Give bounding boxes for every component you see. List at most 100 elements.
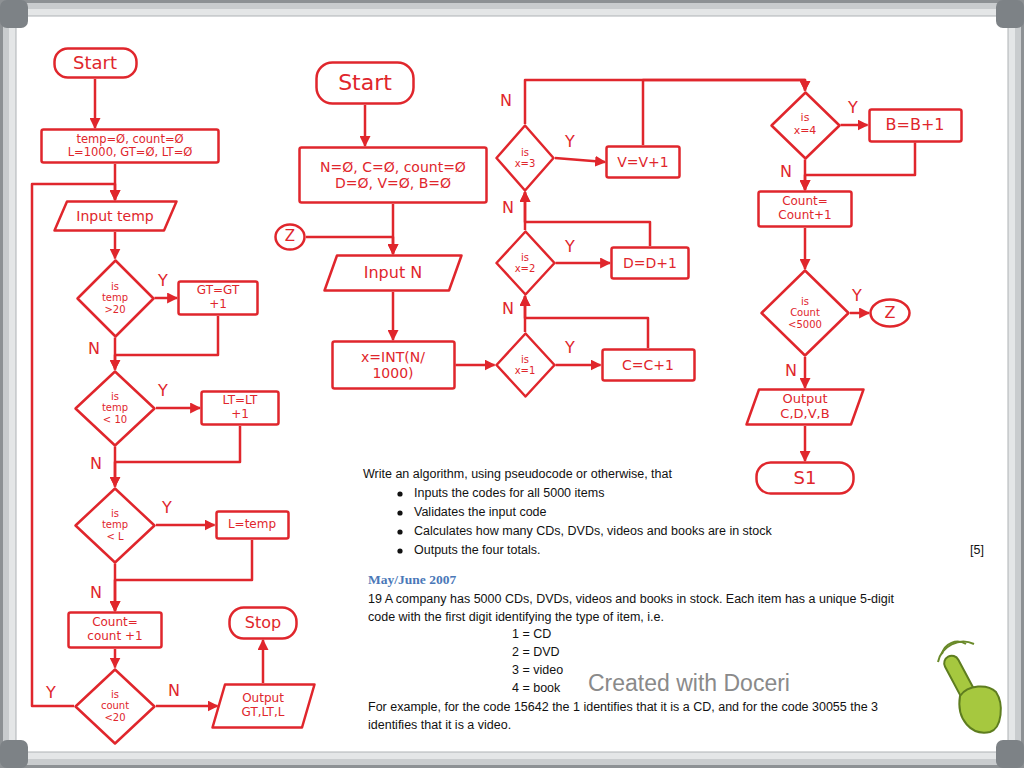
- decision-diamond: is x=4: [770, 91, 841, 160]
- connector-circle: Z: [869, 298, 911, 328]
- bullet-text: Outputs the four totals.: [414, 543, 540, 558]
- outline-path: [317, 63, 414, 104]
- outline-path: [496, 232, 554, 295]
- flow-arrow: [456, 364, 495, 367]
- process-box: V=V+1: [605, 145, 681, 179]
- outline-path: [300, 148, 487, 203]
- io-box: Output C,D,V,B: [745, 388, 865, 426]
- outline-path: [54, 202, 176, 231]
- exam-session: May/June 2007: [368, 572, 456, 588]
- node-text: is x=1: [512, 354, 538, 377]
- flow-arrow: [115, 316, 218, 370]
- outline-path: [69, 613, 162, 648]
- flow-arrow: [114, 338, 117, 370]
- process-box: C=C+1: [601, 348, 696, 382]
- frame-corner: [996, 0, 1024, 28]
- branch-label: N: [90, 455, 102, 473]
- outline-path: [325, 256, 462, 291]
- flow-arrow: [156, 524, 215, 527]
- frame-corner: [0, 0, 28, 28]
- decision-diamond: is Count <5000: [760, 269, 850, 357]
- node-text: GT=GT +1: [193, 284, 243, 312]
- node-text: LT=LT +1: [215, 394, 265, 422]
- flow-arrow: [94, 79, 97, 128]
- flow-arrow: [555, 158, 605, 162]
- branch-label: N: [88, 340, 100, 358]
- io-box: Input temp: [53, 200, 178, 232]
- flow-arrow: [525, 192, 650, 246]
- flow-arrow: [115, 426, 240, 487]
- outline-path: [759, 192, 852, 227]
- process-box: D=D+1: [610, 246, 690, 280]
- outline-path: [202, 392, 279, 425]
- flow-arrow: [841, 124, 868, 127]
- outline-path: [332, 342, 454, 389]
- node-text: is temp< L: [100, 508, 130, 543]
- flow-arrow: [525, 296, 648, 348]
- decision-diamond: is count <20: [74, 668, 156, 745]
- outline-path: [612, 248, 689, 279]
- branch-label: Y: [46, 684, 56, 702]
- node-text: Stop: [245, 614, 281, 632]
- bullet: [397, 548, 402, 553]
- hand-shape: [942, 653, 1001, 733]
- decision-diamond: is temp< L: [74, 487, 156, 564]
- branch-label: N: [502, 199, 514, 217]
- bullet-text: Inputs the codes for all 5000 items: [414, 486, 604, 501]
- node-text: S1: [794, 468, 817, 489]
- code-list-item: 2 = DVD: [512, 645, 560, 660]
- flow-arrow: [804, 160, 807, 191]
- outline-path: [757, 463, 854, 494]
- node-text: C=C+1: [622, 357, 674, 373]
- node-text: Count= Count+1: [767, 195, 843, 223]
- node-text: Output GT,LT,L: [232, 692, 294, 720]
- flow-arrow: [155, 297, 178, 300]
- node-text: is Count <5000: [785, 296, 825, 331]
- node-text: L=temp: [228, 518, 276, 532]
- branch-label: N: [168, 682, 180, 700]
- node-text: N=Ø, C=Ø, count=Ø D=Ø, V=Ø, B=Ø: [313, 159, 473, 191]
- terminator: Start: [53, 47, 138, 79]
- node-text: Start: [73, 53, 117, 74]
- node-text: Input temp: [76, 208, 153, 224]
- branch-label: Y: [565, 133, 575, 151]
- outline-path: [212, 685, 314, 728]
- terminator: Stop: [228, 606, 298, 640]
- outline-path: [869, 109, 961, 141]
- process-box: L=temp: [215, 510, 290, 540]
- flow-arrow: [262, 640, 265, 683]
- outline-path: [747, 390, 864, 425]
- code-list-item: 3 = video: [512, 663, 563, 678]
- outline-path: [76, 669, 155, 743]
- bullet: [397, 529, 402, 534]
- node-text: temp=Ø, count=Ø L=1000, GT=Ø, LT=Ø: [55, 133, 205, 159]
- branch-label: Y: [848, 99, 858, 117]
- node-text: is x=2: [512, 252, 538, 275]
- outline-path: [602, 350, 694, 381]
- node-text: Z: [285, 228, 295, 245]
- flow-arrow: [850, 312, 869, 315]
- branch-label: N: [502, 300, 514, 318]
- outline-path: [230, 608, 297, 639]
- terminator: Start: [315, 61, 415, 105]
- node-text: Input N: [364, 264, 422, 282]
- node-text: is temp< 10: [100, 391, 130, 426]
- flow-arrow: [114, 232, 117, 259]
- bullet: [397, 491, 402, 496]
- node-text: B=B+1: [886, 116, 945, 134]
- question-text: Write an algorithm, using pseudocode or …: [363, 467, 672, 482]
- branch-label: Y: [565, 238, 575, 256]
- decision-diamond: is temp >20: [76, 259, 155, 338]
- bullet-text: Validates the input code: [414, 505, 547, 520]
- flow-arrow: [115, 540, 252, 611]
- outline-path: [762, 271, 849, 356]
- branch-label: N: [780, 163, 792, 181]
- outline-path: [76, 371, 155, 445]
- bullet: [397, 510, 402, 515]
- mark-allocation: [5]: [970, 543, 984, 558]
- flow-arrow: [114, 447, 117, 487]
- decision-diamond: is temp< 10: [74, 370, 156, 447]
- outline-path: [497, 126, 554, 191]
- outline-path: [76, 488, 155, 562]
- outline-path: [871, 300, 910, 327]
